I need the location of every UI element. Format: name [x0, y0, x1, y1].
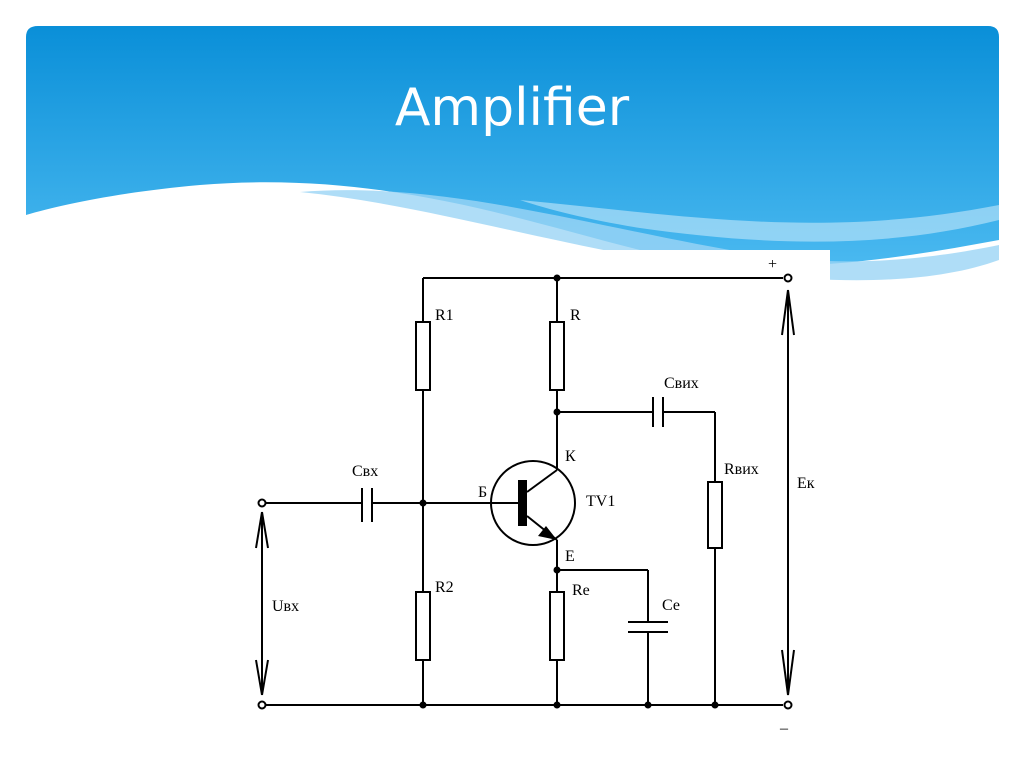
resistor-re [549, 591, 565, 661]
resistor-r-out [707, 481, 723, 549]
label-pin-collector: К [565, 448, 576, 465]
slide-title: Amplifier [394, 78, 630, 138]
label-c-out: Свих [664, 375, 699, 392]
label-r-out: Rвих [724, 461, 759, 478]
resistor-r [549, 321, 565, 391]
label-c-in: Свх [352, 463, 378, 480]
transistor-tv1 [490, 460, 576, 546]
label-pin-emitter: Е [565, 548, 575, 565]
label-r1: R1 [435, 307, 454, 324]
resistor-r1 [415, 321, 431, 391]
label-re: Re [572, 582, 590, 599]
label-plus: + [768, 256, 777, 273]
label-r: R [570, 307, 581, 324]
label-ce: Се [662, 597, 680, 614]
resistor-r2 [415, 591, 431, 661]
label-u-in: Uвх [272, 598, 299, 615]
label-transistor: TV1 [586, 493, 615, 510]
title-banner [26, 26, 999, 281]
label-e-k: Ек [797, 475, 815, 492]
label-r2: R2 [435, 579, 454, 596]
label-minus: – [779, 720, 789, 737]
label-pin-base: Б [478, 484, 487, 501]
